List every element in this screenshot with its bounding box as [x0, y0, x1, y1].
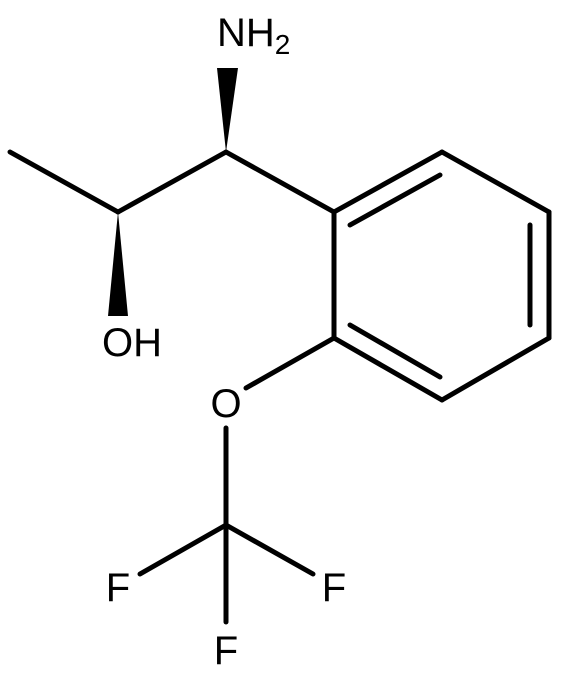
bond-methyl	[7, 149, 121, 215]
fluorine-left-label: F	[106, 566, 130, 610]
ring-bond-5	[331, 335, 445, 403]
ring-bond-4	[439, 335, 552, 403]
ring-bond-5-inner	[347, 322, 443, 380]
hydroxyl-label: OH	[102, 321, 162, 365]
wedge-bond-hydroxyl	[108, 212, 128, 316]
bond-c2-c1	[115, 149, 229, 215]
ring-bond-1	[331, 149, 445, 215]
ring-bond-2	[439, 149, 552, 215]
amine-label: NH2	[217, 11, 290, 60]
bond-cf3-f-left	[137, 522, 229, 577]
ether-oxygen-label: O	[210, 382, 241, 426]
ring-bond-1-inner	[347, 172, 443, 228]
bond-c1-ring	[223, 149, 337, 215]
fluorine-bottom-label: F	[214, 629, 238, 673]
bond-ring-oxygen	[243, 335, 337, 391]
fluorine-right-label: F	[322, 566, 346, 610]
wedge-bond-amine	[217, 68, 238, 152]
amine-subscript: 2	[275, 29, 291, 60]
bond-cf3-f-right	[223, 522, 316, 577]
